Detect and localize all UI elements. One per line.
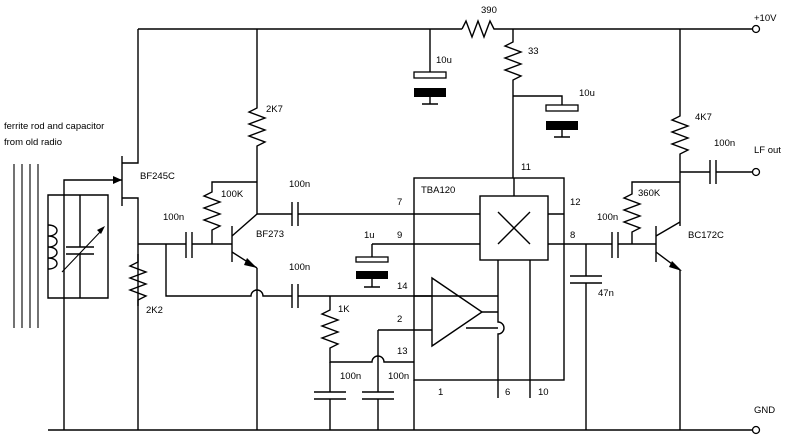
resistor-4k7 [670, 29, 690, 226]
label-c-100n-pin7: 100n [289, 179, 310, 190]
pin-1: 1 [438, 387, 443, 398]
capacitor-100n-gnd-b [362, 330, 394, 430]
label-c-1u: 1u [364, 230, 375, 241]
transistor-bf273 [231, 213, 258, 430]
resistor-360k [622, 181, 680, 244]
transistor-bc172c [655, 221, 682, 430]
output-label: LF out [754, 145, 781, 156]
label-r-2k2: 2K2 [146, 305, 163, 316]
label-r-360k: 360K [638, 188, 661, 199]
ic-tba120 [413, 177, 565, 398]
pin-8: 8 [570, 230, 575, 241]
label-r-4k7: 4K7 [695, 112, 712, 123]
pin-10: 10 [538, 387, 549, 398]
capacitor-100n-pin7 [257, 202, 414, 226]
capacitor-10u-a [413, 29, 447, 105]
resistor-1k [320, 296, 414, 363]
supply-rail [138, 24, 761, 34]
label-c-47n: 47n [598, 288, 614, 299]
label-c-100n-gnd-a: 100n [340, 371, 361, 382]
resistor-390 [461, 19, 498, 39]
pin-12: 12 [570, 197, 581, 208]
capacitor-100n-input [138, 232, 232, 258]
label-bf273: BF273 [256, 229, 284, 240]
antenna-note-line2: from old radio [4, 137, 62, 148]
label-c-100n-pin14: 100n [289, 262, 310, 273]
resistor-33 [503, 29, 523, 178]
resistor-2k7 [247, 29, 267, 214]
capacitor-100n-pin14 [165, 244, 414, 308]
tank-circuit [47, 179, 122, 430]
ic-name: TBA120 [421, 185, 455, 196]
pin-11: 11 [521, 162, 531, 173]
label-c-100n-output-input: 100n [597, 212, 618, 223]
label-c-100n-gnd-b: 100n [388, 371, 409, 382]
label-c-100n-output: 100n [714, 138, 735, 149]
pin-13: 13 [397, 346, 408, 357]
label-r-33: 33 [528, 46, 539, 57]
ground-label: GND [754, 405, 775, 416]
label-r-390: 390 [481, 5, 497, 16]
supply-label: +10V [754, 13, 777, 24]
label-r-100k: 100K [221, 189, 244, 200]
pin-6: 6 [505, 387, 510, 398]
antenna-note-line1: ferrite rod and capacitor [4, 121, 104, 132]
pin-9: 9 [397, 230, 402, 241]
pin-7: 7 [397, 197, 402, 208]
pin-2: 2 [397, 314, 402, 325]
label-c-10u-a: 10u [436, 55, 452, 66]
resistor-2k2 [128, 254, 148, 306]
label-r-1k: 1K [338, 304, 350, 315]
capacitor-10u-b [513, 95, 579, 138]
label-bf245c: BF245C [140, 171, 175, 182]
ground-rail [48, 425, 761, 435]
capacitor-100n-output-input [611, 232, 656, 258]
label-r-2k7: 2K7 [266, 104, 283, 115]
transistor-bf245c [113, 29, 139, 430]
capacitor-1u [355, 243, 414, 288]
label-bc172c: BC172C [688, 230, 724, 241]
ferrite-rod [13, 164, 39, 328]
capacitor-100n-output [680, 160, 761, 184]
label-c-10u-b: 10u [579, 88, 595, 99]
label-c-100n-input: 100n [163, 212, 184, 223]
pin-14: 14 [397, 281, 408, 292]
capacitor-100n-gnd-a [314, 362, 346, 430]
capacitor-47n [564, 243, 612, 430]
resistor-100k [202, 181, 257, 244]
